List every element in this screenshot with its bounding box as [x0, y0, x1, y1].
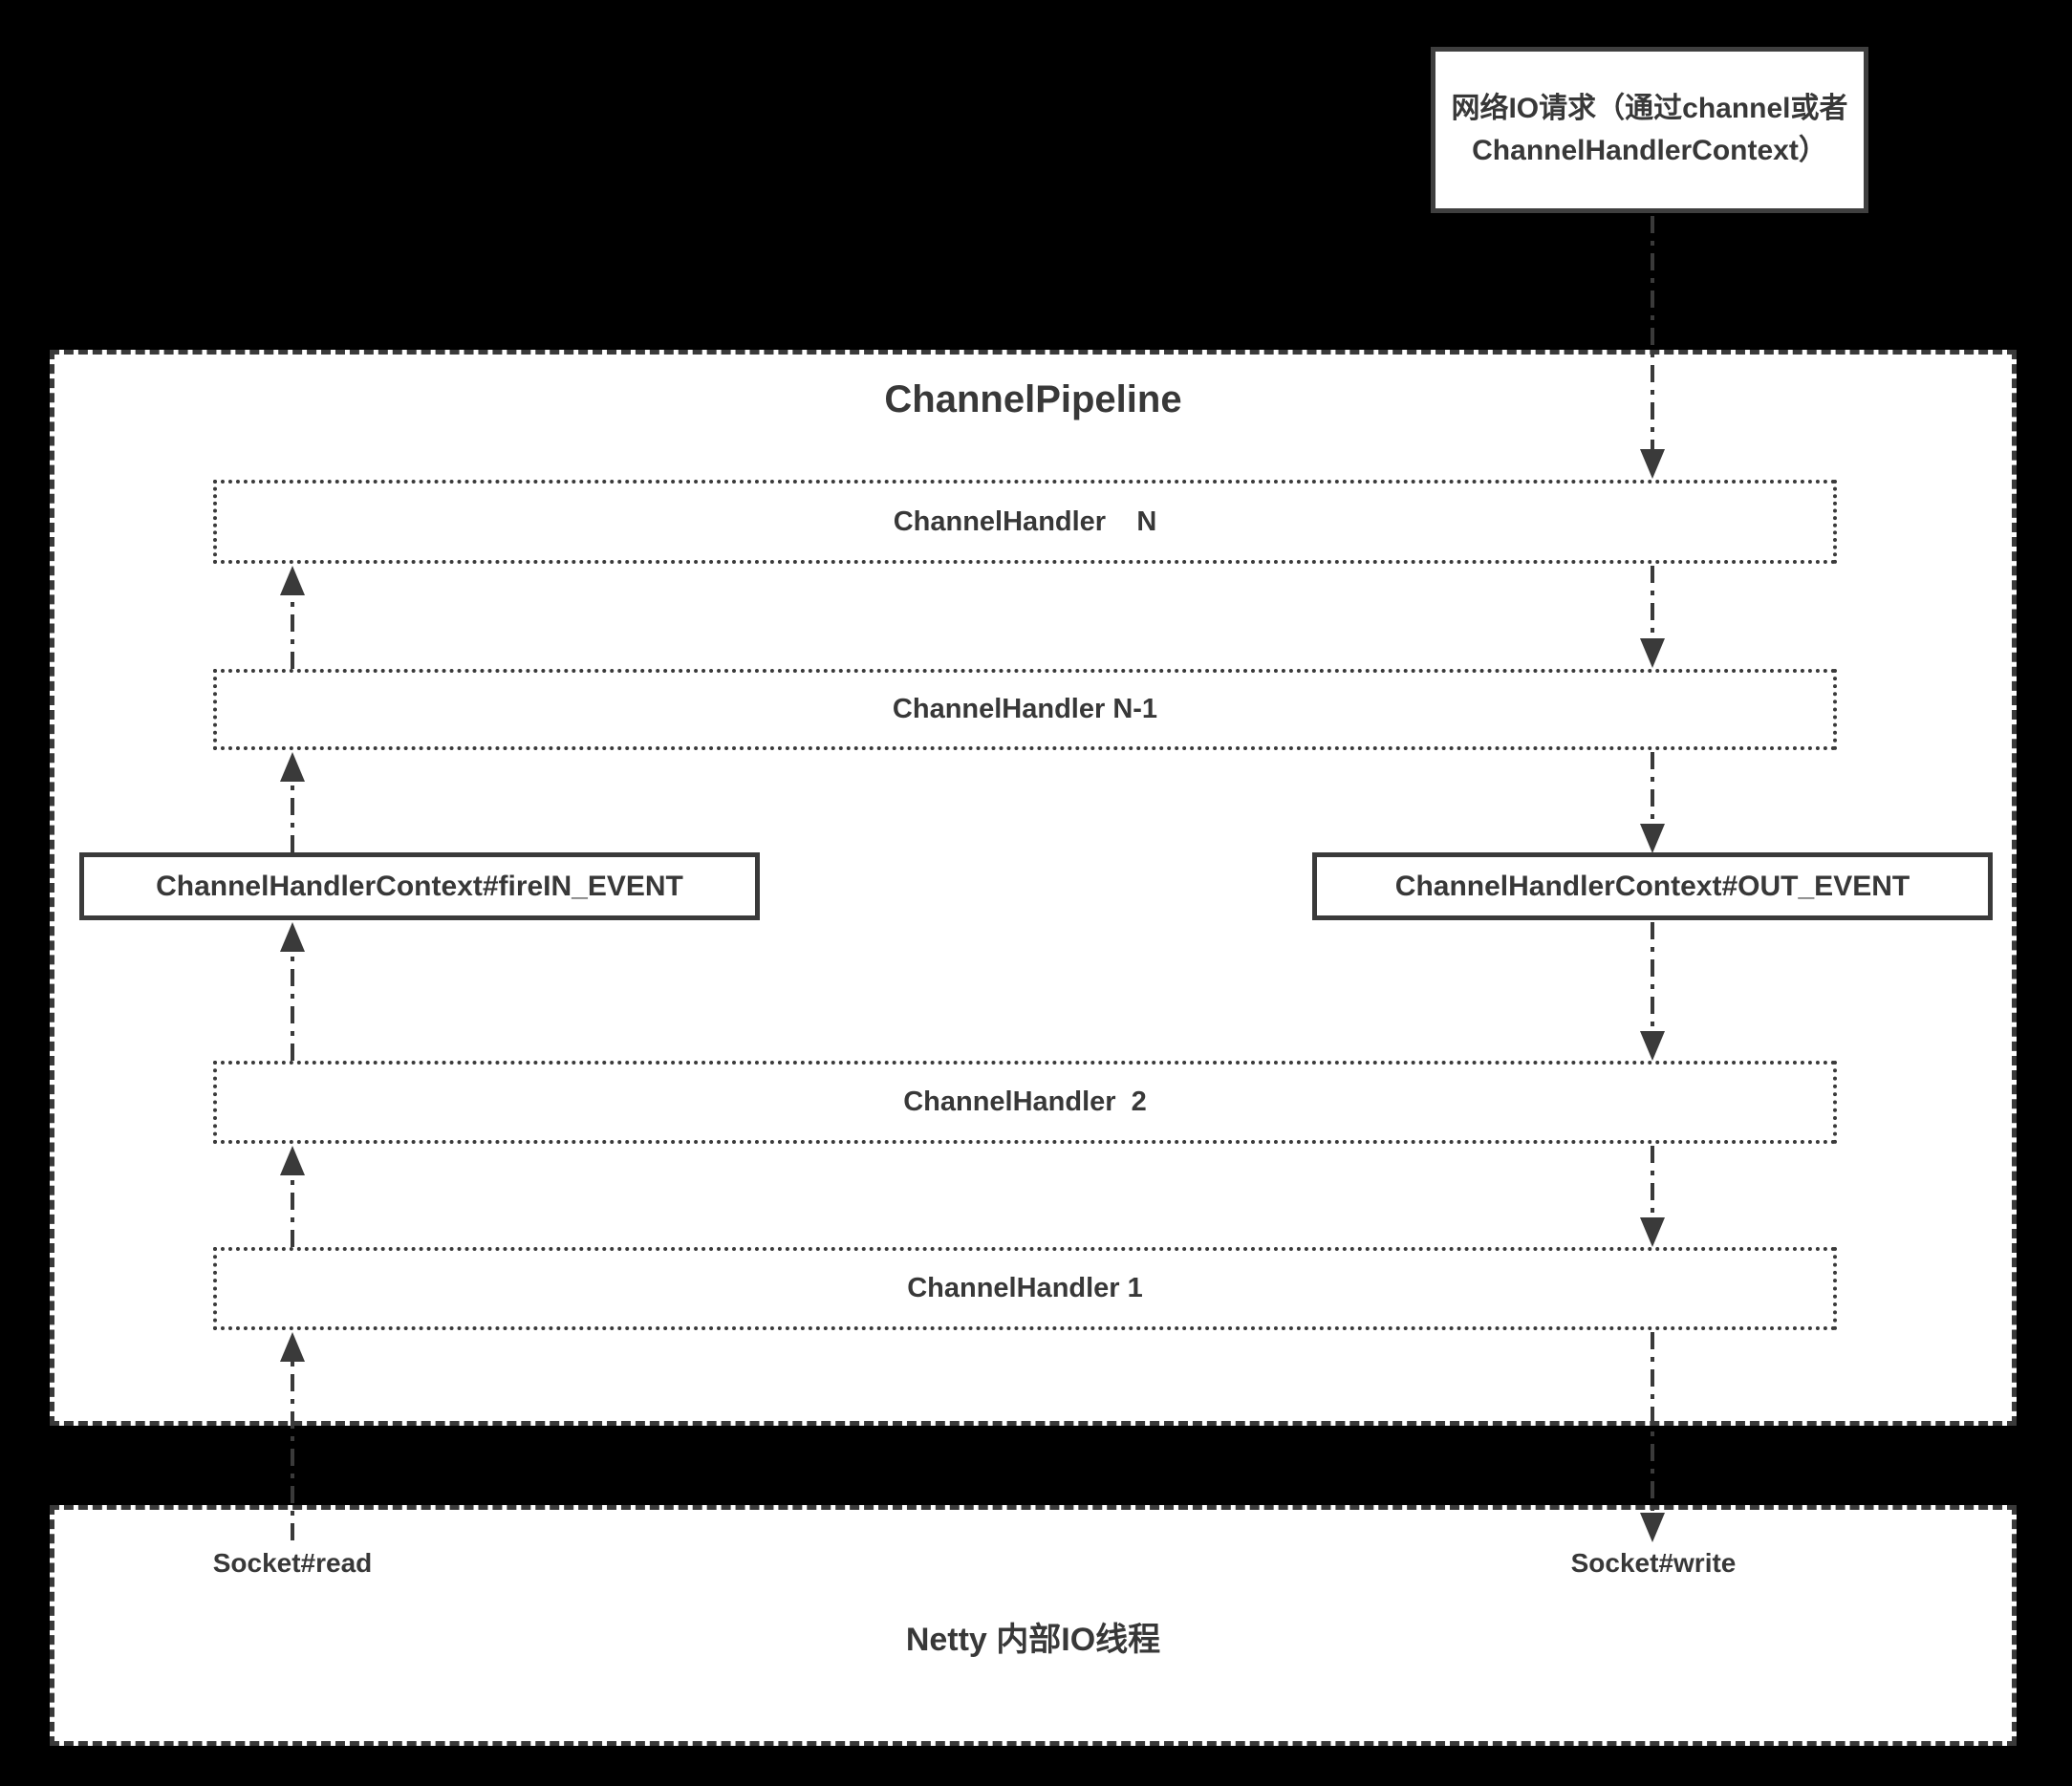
socket-write-label: Socket#write	[1570, 1548, 1737, 1578]
netty-io-thread-box	[50, 1505, 2017, 1746]
request-box-line1: 网络IO请求（通过channel或者	[1451, 93, 1848, 124]
socket-read-label: Socket#read	[212, 1548, 373, 1578]
channel-handler-n1-box: ChannelHandler N-1	[213, 669, 1837, 750]
channel-handler-2-box: ChannelHandler 2	[213, 1061, 1837, 1144]
channel-handler-1-box: ChannelHandler 1	[213, 1247, 1837, 1330]
channel-pipeline-title: ChannelPipeline	[884, 378, 1182, 420]
network-io-request-box: 网络IO请求（通过channel或者 ChannelHandlerContext…	[1431, 47, 1868, 213]
netty-io-thread-title: Netty 内部IO线程	[905, 1622, 1161, 1658]
channel-handler-n-box: ChannelHandler N	[213, 480, 1837, 564]
request-box-line2: ChannelHandlerContext）	[1472, 135, 1827, 166]
fire-inbound-event-box: ChannelHandlerContext#fireIN_EVENT	[79, 852, 760, 920]
outbound-event-box: ChannelHandlerContext#OUT_EVENT	[1312, 852, 1993, 920]
